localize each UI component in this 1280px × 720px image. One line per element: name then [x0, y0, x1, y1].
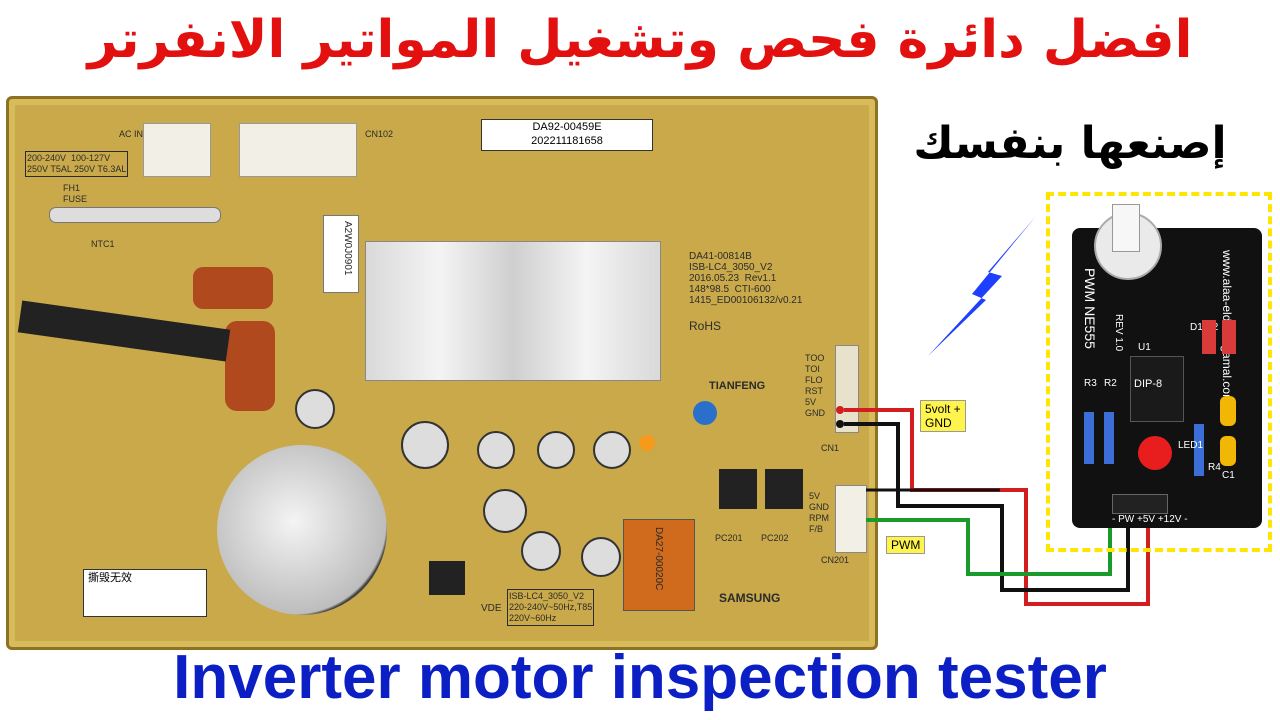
power-tag: 5volt + GND [920, 400, 966, 432]
module-title: PWM NE555 [1082, 268, 1098, 349]
capacitor-c8 [581, 537, 621, 577]
led1-label: LED1 [1178, 440, 1204, 451]
vde-spec: ISB-LC4_3050_V2 220-240V~50Hz,T85 220V~6… [507, 589, 595, 626]
fuse-label: FH1 FUSE [63, 183, 88, 204]
resistor-r4 [1194, 424, 1204, 476]
samsung-brand: SAMSUNG [719, 591, 781, 605]
ntc-label: NTC1 [91, 239, 115, 249]
film-capacitor [225, 321, 275, 411]
cn201-pin-labels: 5V GND RPM F/B [809, 491, 829, 534]
led-lmp1 [639, 435, 655, 451]
capacitor-c1-module [1220, 396, 1236, 426]
capacitor-c6 [483, 489, 527, 533]
ac-in-connector [143, 123, 211, 177]
pc201-label: PC201 [715, 533, 743, 543]
chip-label: DIP-8 [1134, 378, 1163, 390]
cn201-label: CN201 [821, 555, 850, 565]
pwm-module-board: www.alaa-eldeen-gamal.com PWM NE555 REV … [1072, 204, 1262, 528]
cn1-header [835, 345, 859, 433]
inverter-pcb: DA92-00459E 202211181658 AC IN CN102 200… [6, 96, 878, 650]
ic-chip [429, 561, 465, 595]
diode-d2 [1222, 320, 1236, 354]
knob-shaft [1112, 204, 1140, 252]
capacitor-c7 [521, 531, 561, 571]
capacitor-c1 [295, 389, 335, 429]
u1-label: U1 [1138, 342, 1151, 353]
ne555-chip [1130, 356, 1184, 422]
fuse-spec: 200-240V 100-127V 250V T5AL 250V T6.3AL [25, 151, 129, 177]
module-pin-header [1112, 494, 1168, 514]
green-wire [866, 512, 1112, 576]
english-title: Inverter motor inspection tester [173, 643, 1107, 712]
transformer-code: DA27-00020C [653, 527, 664, 591]
capacitor-c3 [477, 431, 515, 469]
optocoupler-pc201 [719, 469, 757, 509]
r4-label: R4 [1208, 462, 1221, 473]
bulk-capacitor [217, 445, 387, 615]
pwm-tag: PWM [886, 536, 926, 554]
capacitor-c2-module [1220, 436, 1236, 466]
arabic-title: افضل دائرة فحص وتشغيل المواتير الانفرتر [87, 10, 1193, 70]
red-wire-dot [836, 406, 844, 414]
c1-label: C1 [1222, 470, 1235, 481]
part-number-line1: DA92-00459E [532, 121, 602, 133]
x-capacitor [193, 267, 273, 309]
rohs-mark: RoHS [689, 319, 722, 333]
resistor-code: A2W0J0901 [342, 221, 353, 276]
cn1-pin-labels: TOO TOI FLO RST 5V GND [805, 353, 825, 418]
capacitor-c4 [537, 431, 575, 469]
led1 [1138, 436, 1172, 470]
arabic-subtitle: إصنعها بنفسك [913, 118, 1227, 169]
module-pin-labels: - PW +5V +12V - [1112, 514, 1188, 525]
transformer [623, 519, 695, 611]
ceramic-capacitor [693, 401, 717, 425]
ac-in-label: AC IN [119, 129, 144, 139]
lightning-bolt-icon [928, 216, 1036, 356]
cement-resistor [323, 215, 359, 293]
r2-label: R2 [1104, 378, 1117, 389]
black-wire-dot [836, 420, 844, 428]
cn102-connector [239, 123, 357, 177]
capacitor-c2 [401, 421, 449, 469]
part-number-line2: 202211181658 [531, 135, 603, 147]
pc202-label: PC202 [761, 533, 789, 543]
r3-label: R3 [1084, 378, 1097, 389]
capacitor-c5 [593, 431, 631, 469]
power-tag-line1: 5volt + [925, 402, 961, 416]
board-info: DA41-00814B ISB-LC4_3050_V2 2016.05.23 R… [689, 251, 803, 306]
module-rev: REV 1.0 [1113, 314, 1124, 352]
module-highlight-frame [1046, 192, 1272, 552]
part-number-label: DA92-00459E 202211181658 [481, 119, 653, 151]
resistor-r2 [1104, 412, 1114, 464]
diode-d1 [1202, 320, 1216, 354]
optocoupler-pc202 [765, 469, 803, 509]
heatsink [365, 241, 661, 381]
cn1-label: CN1 [821, 443, 840, 453]
power-tag-line2: GND [925, 416, 952, 430]
manufacturer-name: TIANFENG [709, 380, 766, 392]
vde-label: VDE [481, 603, 502, 614]
cn102-label: CN102 [365, 129, 394, 139]
red-wire [844, 408, 1150, 606]
warranty-sticker: 撕毁无效 [83, 569, 207, 617]
black-wire-gnd [844, 422, 1130, 592]
resistor-r3 [1084, 412, 1094, 464]
fuse [49, 207, 221, 223]
